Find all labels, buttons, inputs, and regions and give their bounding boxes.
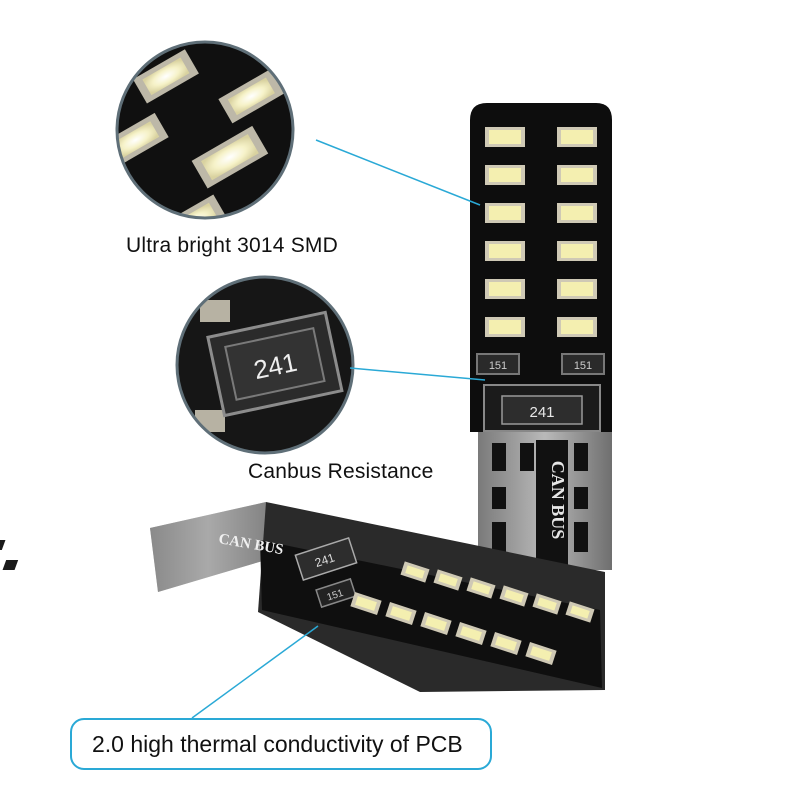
led-chip <box>400 561 430 583</box>
led-chip <box>455 622 487 645</box>
callout-pcb-box: 2.0 high thermal conductivity of PCB <box>70 718 492 770</box>
callout-pcb-label: 2.0 high thermal conductivity of PCB <box>92 730 463 757</box>
led-chip <box>350 592 382 615</box>
led-chip <box>485 279 525 299</box>
led-chip <box>466 577 496 599</box>
callout-line-pcb <box>191 625 319 719</box>
led-chip <box>557 279 597 299</box>
callout-line-canbus <box>349 367 486 381</box>
led-chip <box>485 317 525 337</box>
callout-line-smd <box>315 139 481 206</box>
resistor-marking-large: 241 <box>529 404 554 421</box>
led-chip <box>557 241 597 261</box>
led-chip <box>525 642 557 665</box>
led-chip <box>557 127 597 147</box>
zoom-circle-resistor: 241 <box>175 275 355 455</box>
led-chip <box>485 241 525 261</box>
led-chip <box>433 569 463 591</box>
led-chip <box>532 593 562 615</box>
zoom-circle-smd <box>115 40 295 220</box>
led-chip <box>557 165 597 185</box>
resistor-marking-small-2: 151 <box>574 360 592 372</box>
led-chip <box>499 585 529 607</box>
led-chip <box>420 612 452 635</box>
resistor-marking-small: 151 <box>489 360 507 372</box>
led-chip <box>557 317 597 337</box>
callout-canbus-label: Canbus Resistance <box>248 460 434 483</box>
canbus-brand-vertical: CAN BUS <box>548 461 568 540</box>
callout-smd-label: Ultra bright 3014 SMD <box>126 234 338 257</box>
led-chip <box>485 203 525 223</box>
led-chip <box>557 203 597 223</box>
resistor-marking-small-3: 151 <box>326 588 346 604</box>
led-chip <box>485 165 525 185</box>
led-chip <box>565 601 595 623</box>
vertical-bulb: 151 151 241 CAN BUS <box>470 103 612 570</box>
led-chip <box>490 632 522 655</box>
led-chip <box>385 602 417 625</box>
led-chip <box>485 127 525 147</box>
resistor-marking-large-2: 241 <box>313 550 337 570</box>
horizontal-bulb: CAN BUS 241 151 <box>0 502 605 692</box>
